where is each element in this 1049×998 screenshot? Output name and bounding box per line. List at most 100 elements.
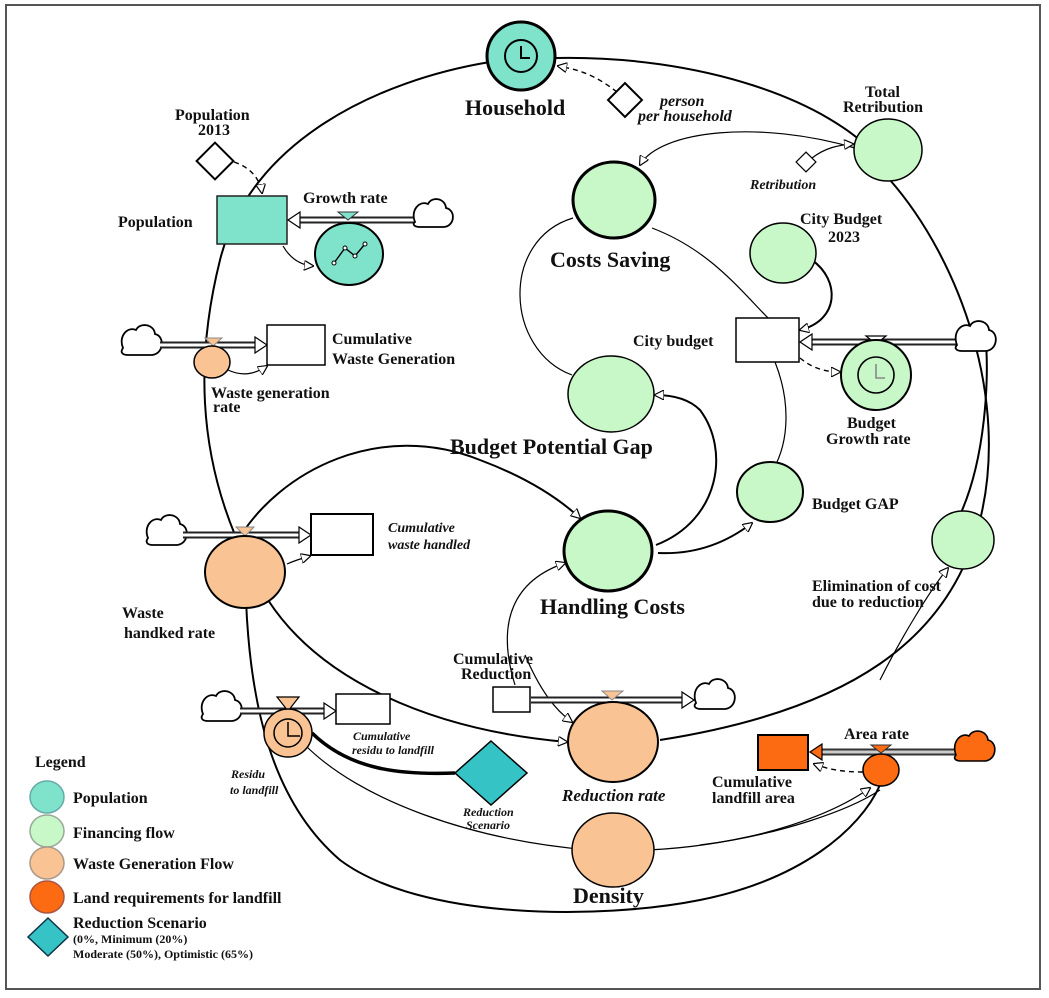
waste-generation-rate-label: Waste generation: [211, 385, 330, 402]
growth-valve[interactable]: [336, 211, 360, 221]
density-label: Density: [573, 883, 644, 908]
waste-gen-valve[interactable]: [203, 337, 224, 347]
elimination-to-top-link: [959, 329, 988, 516]
cloud-icon: [145, 514, 188, 546]
cloud-icon: [120, 324, 163, 356]
budget-gap-label: Budget GAP: [812, 496, 899, 513]
legend-label-waste: Waste Generation Flow: [73, 856, 234, 873]
pph-to-household-link: [558, 66, 618, 93]
cloud-icon: [954, 320, 997, 352]
growth-rate-label: Growth rate: [303, 190, 388, 207]
costs-to-citybudget-link: [651, 227, 771, 321]
person-per-household-label: person: [658, 93, 705, 110]
reduction-valve[interactable]: [600, 690, 625, 701]
budget-gap-node[interactable]: [736, 461, 804, 523]
graph-icon: [333, 243, 366, 264]
retribution-to-costs-link: [640, 131, 856, 165]
clock-icon: [504, 39, 538, 73]
cumulative-waste-handled-stock[interactable]: [310, 513, 374, 556]
arearate-to-landfill-link: [814, 764, 864, 773]
residu-to-scenario-link: [310, 731, 456, 776]
budget-potential-gap-label: Budget Potential Gap: [450, 434, 653, 459]
costs-saving-node[interactable]: [571, 160, 657, 240]
reduction-rate-label: Reduction rate: [561, 786, 666, 805]
waste-handled-rate-node[interactable]: [204, 535, 286, 609]
cumulative-landfill-area-stock[interactable]: [757, 734, 809, 771]
cumulative-residu-label-2: residu to landfill: [352, 743, 435, 757]
legend-title: Legend: [35, 754, 86, 771]
total-retribution-label-2: Retribution: [843, 99, 923, 116]
area-valve[interactable]: [869, 744, 893, 754]
elimination-cost-label-2: due to reduction: [812, 594, 924, 611]
city-budget-2023-node[interactable]: [749, 222, 817, 284]
city-budget-label: City budget: [633, 333, 714, 350]
reduction-rate-node[interactable]: [567, 701, 659, 783]
legend-label-financing: Financing flow: [73, 825, 175, 842]
cumreduction-to-handling-link: [506, 563, 565, 686]
waste-to-handling: [237, 444, 580, 541]
waste-handled-rate-label: Waste: [122, 605, 164, 622]
citybudget-to-budgetgrowth-link: [799, 357, 840, 372]
cumulative-waste-generation-stock[interactable]: [266, 324, 326, 366]
handling-to-potential-gap: [655, 395, 718, 546]
population-label: Population: [118, 214, 193, 231]
cumulative-waste-handled-label-2: waste handled: [388, 538, 471, 553]
population-2013-constant[interactable]: [195, 141, 235, 181]
elimination-cost-node[interactable]: [931, 510, 995, 570]
area-rate-node[interactable]: [862, 753, 900, 787]
reduction-scenario-label-2: Scenario: [466, 818, 510, 832]
cumulative-residu-stock[interactable]: [335, 693, 391, 725]
handling-to-budget-gap: [657, 523, 752, 555]
population-to-growth-link: [282, 245, 313, 266]
elimination-cost-label: Elimination of cost: [812, 578, 942, 595]
clock-icon: [857, 356, 895, 394]
reduction-scenario-node[interactable]: [453, 739, 529, 807]
handling-costs-label: Handling Costs: [540, 594, 685, 619]
population-stock[interactable]: [216, 195, 288, 245]
legend-swatch-financing: [29, 814, 65, 848]
person-per-household-label-2: per household: [636, 108, 733, 125]
waste-generation-rate-node[interactable]: [193, 345, 231, 379]
household-label: Household: [465, 95, 565, 120]
cumulative-reduction-stock[interactable]: [492, 686, 531, 713]
total-retribution-label: Total: [865, 84, 901, 101]
waste-handled-valve[interactable]: [234, 526, 256, 537]
cumulative-reduction-label-2: Reduction: [461, 666, 531, 683]
residu-valve[interactable]: [275, 696, 301, 712]
cloud-icon: [412, 198, 454, 228]
waste-handled-rate-label-2: handked rate: [124, 625, 215, 642]
costs-saving-label: Costs Saving: [550, 247, 670, 272]
cumulative-landfill-area-label: Cumulative: [712, 774, 792, 791]
clock-hands: [520, 46, 530, 59]
legend-label-landfill: Land requirements for landfill: [73, 890, 282, 907]
cumulative-landfill-area-label-2: landfill area: [712, 790, 795, 807]
whr-to-cwh-link: [286, 556, 310, 565]
legend-scenario-note-1: (0%, Minimum (20%): [73, 932, 187, 946]
legend-label-population: Population: [73, 790, 148, 807]
budget-growth-rate-label-2: Growth rate: [826, 431, 911, 448]
growth-rate-node[interactable]: [314, 222, 384, 286]
person-per-household-constant[interactable]: [606, 81, 644, 119]
cumulative-waste-handled-label: Cumulative: [388, 521, 455, 536]
population-2013-label: Population: [175, 107, 250, 124]
density-node[interactable]: [571, 812, 655, 888]
city-budget-2023-label: City Budget: [800, 211, 883, 228]
pop2013-to-population-link: [233, 161, 262, 193]
elimination-reduction-link: [879, 568, 948, 681]
wgr-to-cwg-link: [227, 366, 267, 374]
cloud-icon: [200, 690, 243, 722]
total-retribution-node[interactable]: [853, 118, 923, 182]
outer-loop: [203, 61, 491, 536]
legend-swatch-population: [29, 780, 65, 814]
city-budget-stock[interactable]: [735, 317, 800, 363]
budget-potential-gap-node[interactable]: [567, 355, 655, 433]
residu-to-landfill-label-2: to landfill: [230, 783, 279, 797]
retribution-constant[interactable]: [795, 151, 817, 173]
budget2023-to-citybudget-link: [800, 259, 833, 330]
handling-costs-node[interactable]: [562, 509, 654, 593]
waste-generation-rate-label-2: rate: [213, 399, 241, 416]
budget-growth-rate-label: Budget: [847, 415, 897, 432]
growth-pipe-arrow: [286, 210, 301, 230]
retribution-to-total-link: [811, 144, 853, 159]
